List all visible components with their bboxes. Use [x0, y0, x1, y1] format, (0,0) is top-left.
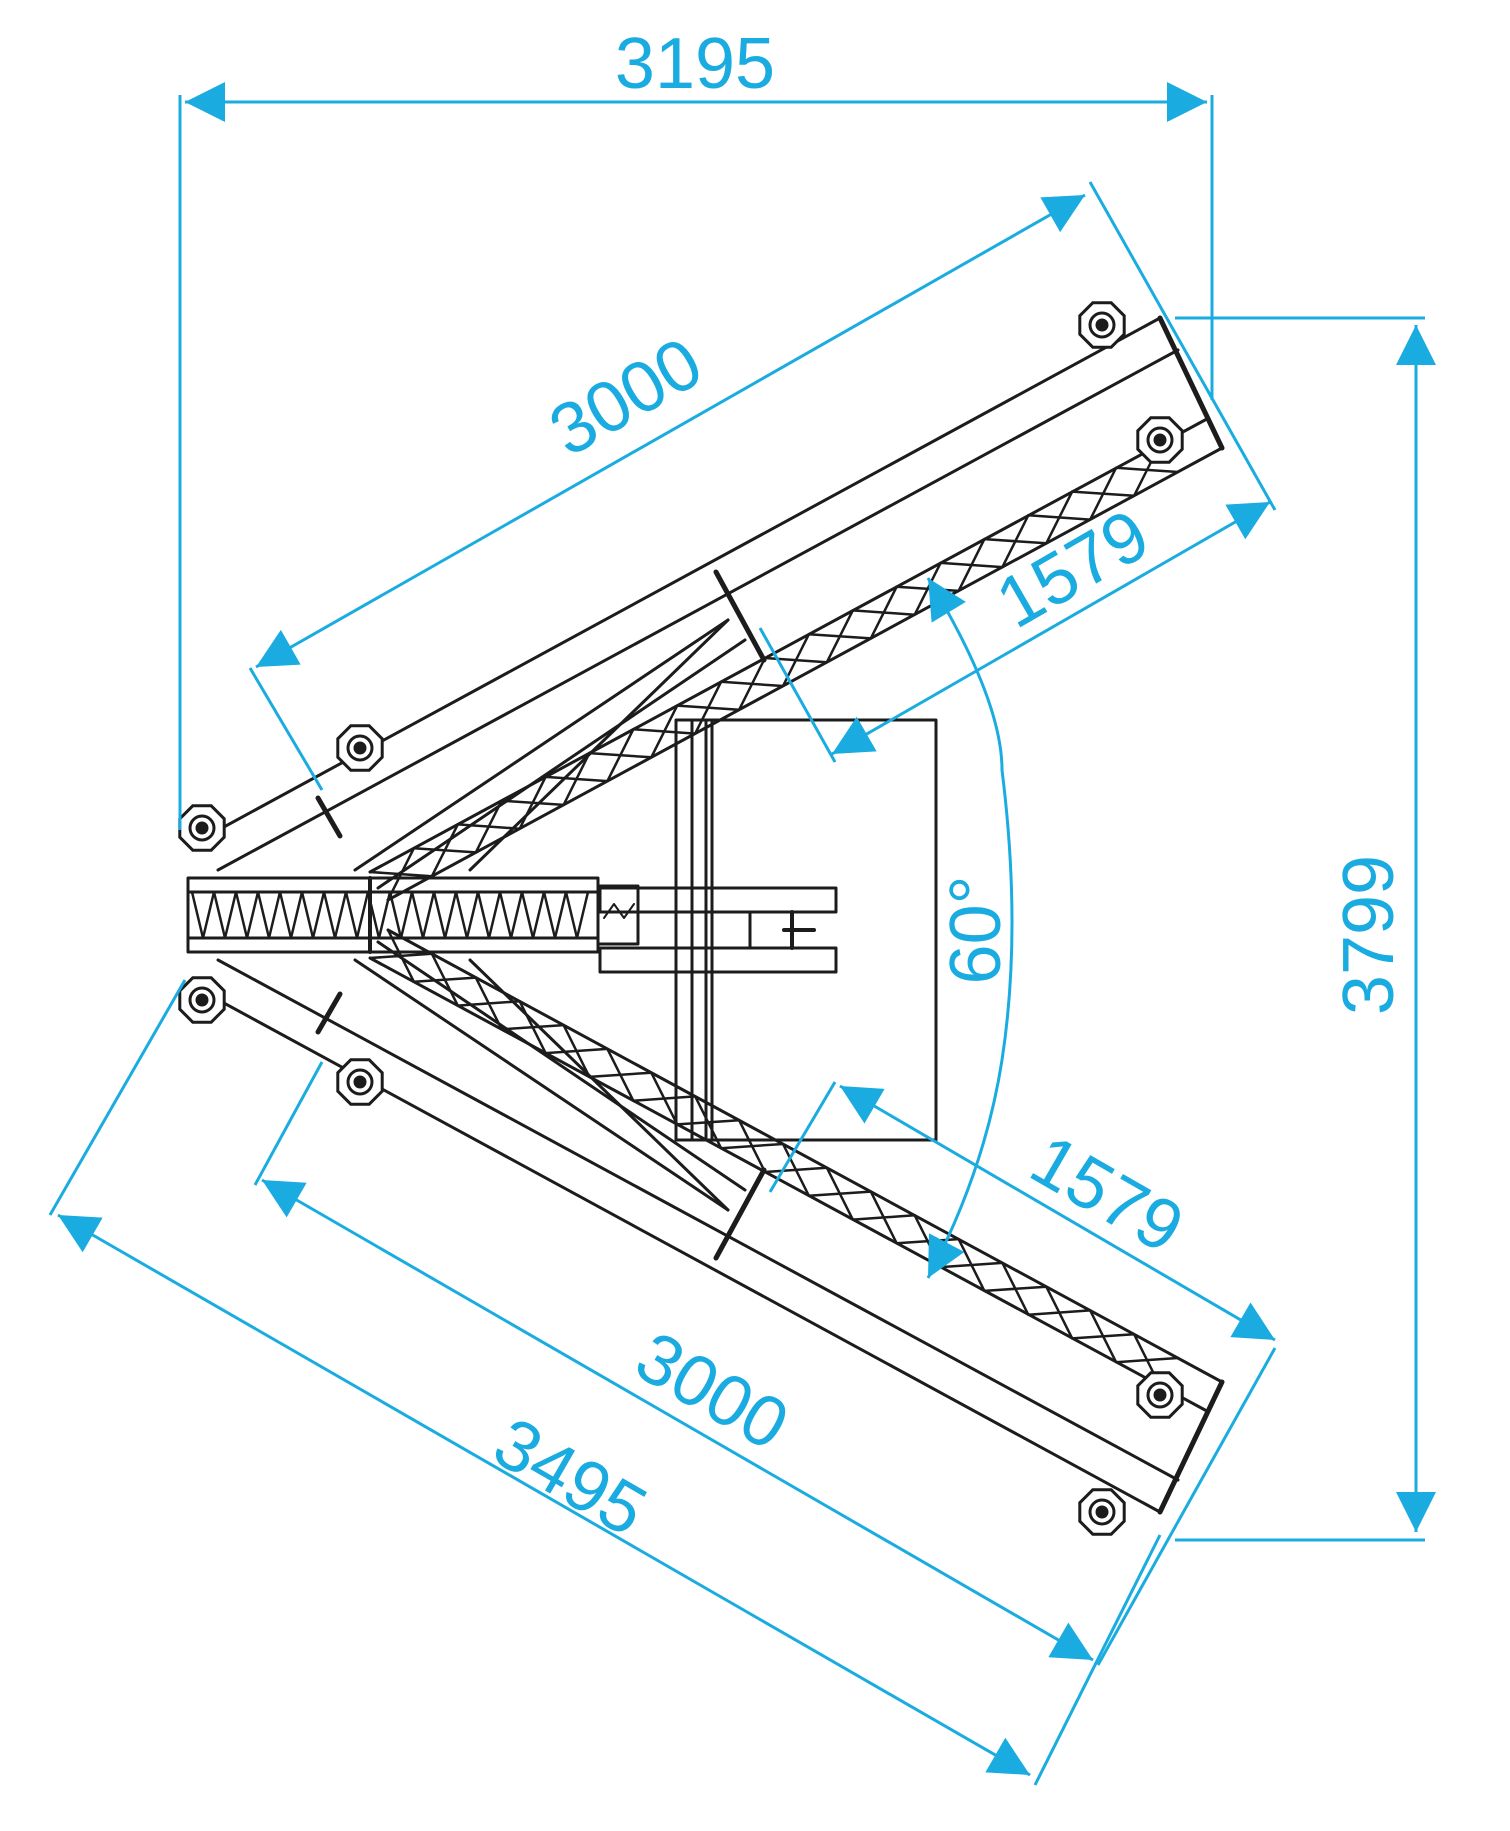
lower-arm-length-label: 3000 — [623, 1317, 802, 1466]
overall-height-label: 3799 — [1329, 855, 1409, 1015]
pad-group — [178, 301, 1184, 1536]
outrigger-pad — [1078, 1488, 1126, 1536]
outrigger-pad — [336, 724, 384, 772]
angle-arc — [926, 577, 1014, 1279]
outrigger-pad — [1078, 301, 1126, 349]
upper-1579-dimension-line — [831, 500, 1271, 756]
joint-brackets — [315, 315, 1225, 1515]
outrigger-pad — [1136, 1371, 1184, 1419]
outrigger-pad — [178, 804, 226, 852]
lower-offset-label: 1579 — [1018, 1120, 1197, 1269]
upper-3000-dimension-line — [255, 193, 1086, 669]
lower-diagonal-label: 3495 — [481, 1403, 660, 1552]
truss-structure — [178, 301, 1225, 1536]
dimension-lines — [48, 82, 1436, 1786]
outrigger-pad — [178, 976, 226, 1024]
dimension-labels: 3195 3799 3000 1579 60° 1579 3000 3495 — [481, 24, 1409, 1552]
outrigger-pad — [1136, 416, 1184, 464]
overall-width-label: 3195 — [615, 24, 775, 104]
tongue-beam — [598, 886, 838, 974]
lower-3000-dimension-line — [261, 1178, 1094, 1662]
angle-label: 60° — [936, 876, 1016, 985]
upper-arm-length-label: 3000 — [537, 323, 716, 472]
lower-3495-dimension-line — [57, 1213, 1031, 1777]
diagonal-braces — [353, 618, 747, 1212]
outrigger-pad — [336, 1058, 384, 1106]
upper-offset-label: 1579 — [984, 495, 1163, 644]
lower-1579-dimension-line — [839, 1084, 1276, 1342]
center-truss — [186, 876, 640, 954]
